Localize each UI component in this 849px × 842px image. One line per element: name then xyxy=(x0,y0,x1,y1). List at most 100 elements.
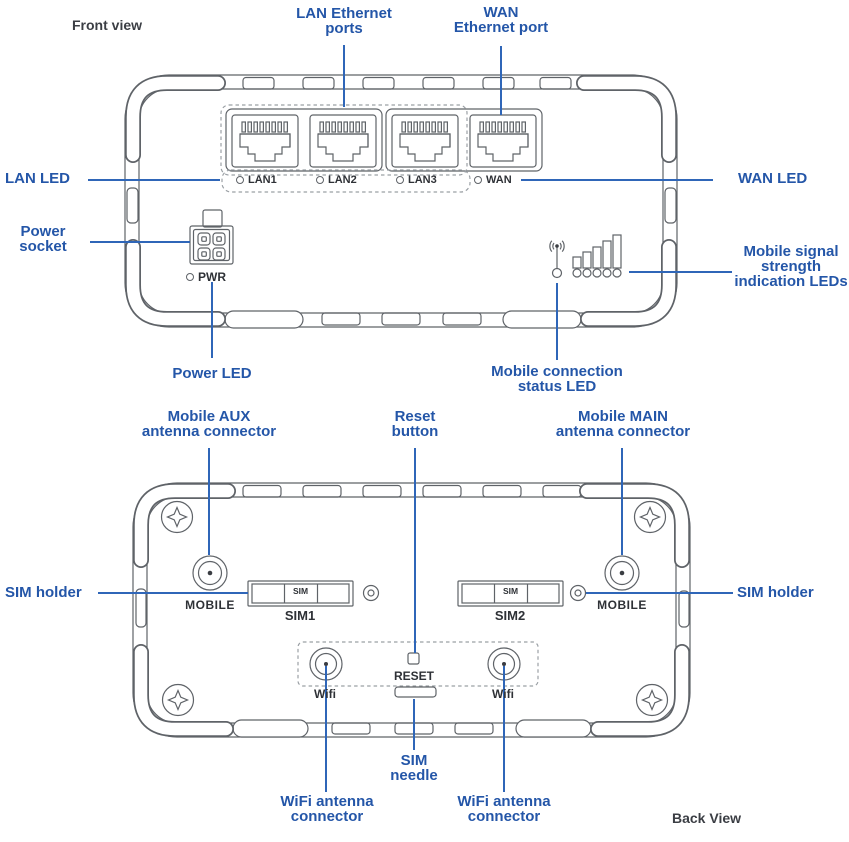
lan3-led-text: LAN3 xyxy=(408,174,437,186)
rj45-port-wan xyxy=(469,114,537,168)
wan-led-label: WAN xyxy=(474,174,512,186)
phillips-screw-icon xyxy=(161,683,195,717)
back-top-slot xyxy=(542,484,582,498)
callout-mobile-aux-antenna: Mobile AUX antenna connector xyxy=(141,408,277,440)
signal-bar xyxy=(592,246,602,269)
leader-sim-needle xyxy=(413,699,415,750)
leader-wan-port xyxy=(500,46,502,115)
lan3-led-label: LAN3 xyxy=(396,174,437,186)
mobile-status-led-circle xyxy=(551,267,563,279)
callout-wan-led: WAN LED xyxy=(738,170,808,187)
rj45-port-lan2 xyxy=(309,114,377,168)
callout-lan-ethernet-ports: LAN Ethernet ports xyxy=(296,5,392,37)
leader-aux-antenna xyxy=(208,448,210,555)
leader-sim-holder-left xyxy=(98,592,248,594)
reset-label: RESET xyxy=(393,669,434,683)
callout-mobile-status-led: Mobile connection status LED xyxy=(491,363,623,395)
lan3-led-icon xyxy=(396,176,404,184)
front-bottom-slot xyxy=(321,312,361,326)
back-top-slot xyxy=(482,484,522,498)
leader-wifi-right xyxy=(503,666,505,792)
front-top-slot xyxy=(539,76,572,90)
wifi-label-left: Wifi xyxy=(314,687,336,701)
front-top-slot xyxy=(302,76,335,90)
back-top-slot xyxy=(362,484,402,498)
power-pin xyxy=(197,247,211,261)
pwr-led-text: PWR xyxy=(198,270,226,284)
sim-needle-shape xyxy=(394,686,437,698)
signal-bar xyxy=(612,234,622,269)
sim-tray-label-left: SIM xyxy=(292,586,309,596)
back-top-slot xyxy=(422,484,462,498)
power-pin-inner xyxy=(201,236,207,242)
callout-sim-holder-left: SIM holder xyxy=(5,584,82,601)
leader-reset-button xyxy=(414,448,416,653)
callout-signal-leds: Mobile signal strength indication LEDs xyxy=(734,243,848,290)
power-pin xyxy=(197,232,211,246)
front-left-notch xyxy=(126,187,139,224)
leader-wifi-left xyxy=(325,666,327,792)
lan2-led-icon xyxy=(316,176,324,184)
front-top-slot xyxy=(482,76,515,90)
pwr-led-label: PWR xyxy=(186,270,226,284)
back-case-outline xyxy=(132,482,691,738)
back-bottom-slot xyxy=(331,722,371,735)
leader-mobile-status-led xyxy=(556,283,558,360)
power-pin xyxy=(212,232,226,246)
callout-wifi-antenna-left: WiFi antenna connector xyxy=(280,793,374,825)
power-socket-tab xyxy=(202,209,223,228)
front-right-notch xyxy=(664,187,677,224)
mobile-label-left: MOBILE xyxy=(185,598,235,612)
lan1-led-label: LAN1 xyxy=(236,174,277,186)
rj45-port-lan3 xyxy=(391,114,459,168)
mobile-label-right: MOBILE xyxy=(597,598,647,612)
leader-lan-led xyxy=(88,179,220,181)
callout-power-socket: Power socket xyxy=(19,223,67,255)
lan2-led-label: LAN2 xyxy=(316,174,357,186)
reset-button-shape xyxy=(407,652,420,665)
callout-sim-needle: SIM needle xyxy=(390,752,438,784)
sim-holder-sim2 xyxy=(457,580,564,607)
led-row-dashed-group xyxy=(221,169,471,193)
antenna-broadcast-icon xyxy=(549,240,565,268)
signal-led-circle xyxy=(582,268,592,278)
lan-ports-dashed-group xyxy=(220,104,468,176)
signal-bar xyxy=(572,256,582,269)
sim1-label: SIM1 xyxy=(284,608,316,623)
ethernet-housing-1 xyxy=(225,108,383,172)
front-foot-right xyxy=(502,310,582,329)
power-pin-inner xyxy=(216,251,222,257)
sim2-label: SIM2 xyxy=(494,608,526,623)
back-view-title: Back View xyxy=(672,810,742,826)
wan-led-text: WAN xyxy=(486,174,512,186)
signal-bar xyxy=(582,251,592,269)
leader-wan-led xyxy=(521,179,713,181)
callout-power-led: Power LED xyxy=(172,365,252,382)
front-view-title: Front view xyxy=(72,17,143,33)
front-top-slot xyxy=(362,76,395,90)
back-foot-left xyxy=(232,719,309,738)
rj45-port-lan1 xyxy=(231,114,299,168)
wifi-label-right: Wifi xyxy=(492,687,514,701)
back-top-slot xyxy=(242,484,282,498)
back-left-notch xyxy=(135,588,147,628)
callout-mobile-main-antenna: Mobile MAIN antenna connector xyxy=(555,408,691,440)
front-top-slot xyxy=(422,76,455,90)
power-pin xyxy=(212,247,226,261)
back-top-slot xyxy=(302,484,342,498)
washer-icon xyxy=(362,584,380,602)
back-foot-right xyxy=(515,719,592,738)
power-socket-body-inner xyxy=(192,228,231,262)
callout-reset-button: Reset button xyxy=(391,408,439,440)
leader-sim-holder-right xyxy=(586,592,733,594)
wan-led-icon xyxy=(474,176,482,184)
phillips-screw-icon xyxy=(635,683,669,717)
front-bottom-slot xyxy=(442,312,482,326)
leader-signal-leds xyxy=(629,271,732,273)
pwr-led-icon xyxy=(186,273,194,281)
lan1-led-text: LAN1 xyxy=(248,174,277,186)
callout-lan-led: LAN LED xyxy=(5,170,70,187)
callout-wan-ethernet-port: WAN Ethernet port xyxy=(453,4,549,36)
